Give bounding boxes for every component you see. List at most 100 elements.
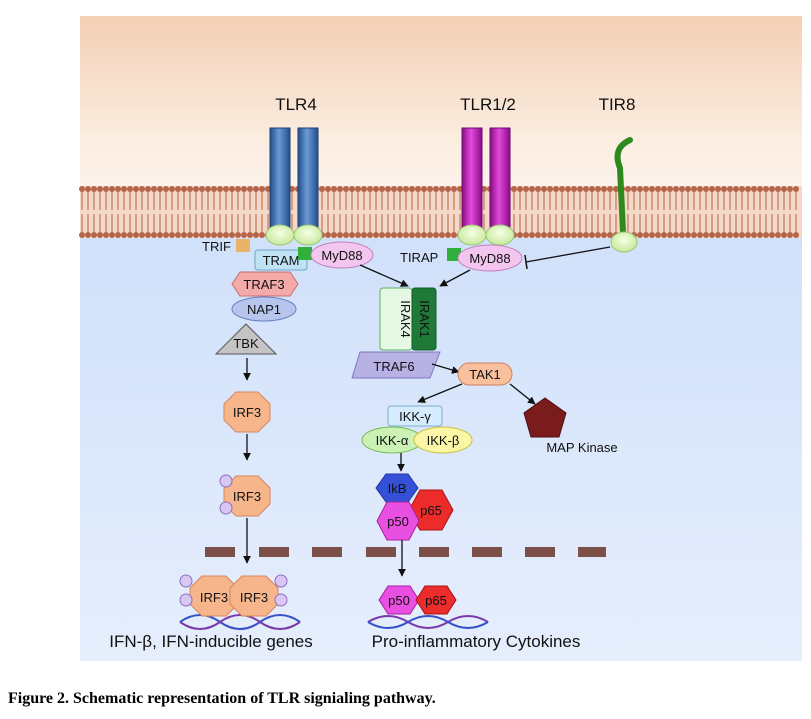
lipid-head xyxy=(715,232,721,238)
lipid-head xyxy=(103,186,109,192)
lipid-head xyxy=(631,186,637,192)
lipid-head xyxy=(181,186,187,192)
lipid-head xyxy=(349,186,355,192)
lipid-head xyxy=(367,232,373,238)
lipid-head xyxy=(325,186,331,192)
lipid-head xyxy=(415,186,421,192)
lipid-head xyxy=(547,186,553,192)
lipid-head xyxy=(385,232,391,238)
lipid-head xyxy=(673,186,679,192)
arrow-tak1-ikk xyxy=(417,383,463,403)
lipid-head xyxy=(205,232,211,238)
lipid-head xyxy=(151,232,157,238)
tak1-label: TAK1 xyxy=(469,367,501,382)
lipid-head xyxy=(373,186,379,192)
p65-label: p65 xyxy=(420,503,442,518)
lipid-head xyxy=(661,186,667,192)
irf3-c-label: IRF3 xyxy=(200,590,228,605)
lipid-head xyxy=(589,232,595,238)
lipid-head xyxy=(613,186,619,192)
lipid-head xyxy=(253,186,259,192)
lipid-head xyxy=(517,186,523,192)
ikk-beta-shape xyxy=(413,426,473,454)
lipid-head xyxy=(139,186,145,192)
lipid-head xyxy=(637,232,643,238)
lipid-head xyxy=(259,232,265,238)
lipid-head xyxy=(739,186,745,192)
tlr4-label: TLR4 xyxy=(275,95,317,114)
lipid-head xyxy=(589,186,595,192)
map-kinase-label: MAP Kinase xyxy=(546,440,617,455)
ikb-label: IkB xyxy=(388,481,407,496)
lipid-head xyxy=(751,186,757,192)
lipid-head xyxy=(241,186,247,192)
lipid-head xyxy=(247,186,253,192)
lipid-head xyxy=(679,186,685,192)
ikk-gamma-label: IKK-γ xyxy=(399,409,431,424)
lipid-head xyxy=(577,186,583,192)
lipid-head xyxy=(691,232,697,238)
lipid-head xyxy=(565,232,571,238)
arrow-myd88-right-irak xyxy=(439,269,471,287)
lipid-head xyxy=(235,232,241,238)
lipid-head xyxy=(439,186,445,192)
lipid-head xyxy=(775,186,781,192)
lipid-head xyxy=(391,232,397,238)
myd88-right-label: MyD88 xyxy=(469,251,510,266)
lipid-head xyxy=(595,232,601,238)
irf3-d-label: IRF3 xyxy=(240,590,268,605)
lipid-head xyxy=(229,186,235,192)
lipid-head xyxy=(343,186,349,192)
lipid-head xyxy=(157,186,163,192)
lipid-head xyxy=(235,186,241,192)
lipid-head xyxy=(697,232,703,238)
lipid-head xyxy=(541,232,547,238)
lipid-head xyxy=(331,232,337,238)
lipid-head xyxy=(511,186,517,192)
tirap-block xyxy=(447,248,461,261)
nuclear-membrane xyxy=(205,547,606,557)
arrow-traf6-tak1 xyxy=(431,363,460,374)
lipid-head xyxy=(757,232,763,238)
irf3-dimer xyxy=(179,574,301,630)
lipid-head xyxy=(763,232,769,238)
lipid-head xyxy=(109,232,115,238)
svg-text:IRAK1: IRAK1 xyxy=(417,300,432,338)
lipid-head xyxy=(433,186,439,192)
lipid-head xyxy=(535,232,541,238)
lipid-head xyxy=(91,186,97,192)
lipid-head xyxy=(403,186,409,192)
lipid-head xyxy=(217,186,223,192)
lipid-head xyxy=(601,186,607,192)
lipid-head xyxy=(187,186,193,192)
lipid-head xyxy=(703,232,709,238)
lipid-head xyxy=(157,232,163,238)
lipid-head xyxy=(217,232,223,238)
lipid-head xyxy=(655,186,661,192)
lipid-head xyxy=(709,186,715,192)
traf6-shape xyxy=(351,351,441,379)
lipid-head xyxy=(781,232,787,238)
lipid-head xyxy=(571,186,577,192)
lipid-head xyxy=(601,232,607,238)
lipid-head xyxy=(661,232,667,238)
lipid-head xyxy=(253,232,259,238)
figure-caption: Figure 2. Schematic representation of TL… xyxy=(8,690,436,707)
lipid-head xyxy=(787,186,793,192)
lipid-head xyxy=(349,232,355,238)
p50-nuc-label: p50 xyxy=(388,593,410,608)
lipid-head xyxy=(337,232,343,238)
p50-shape xyxy=(376,501,420,541)
lipid-head xyxy=(667,232,673,238)
lipid-head xyxy=(721,186,727,192)
lipid-head xyxy=(199,232,205,238)
lipid-head xyxy=(769,232,775,238)
lipid-head xyxy=(169,232,175,238)
lipid-head xyxy=(739,232,745,238)
lipid-head xyxy=(409,186,415,192)
trif-block xyxy=(236,239,250,252)
lipid-head xyxy=(103,232,109,238)
lipid-head xyxy=(247,232,253,238)
cytokines-output-label: Pro-inflammatory Cytokines xyxy=(372,632,581,651)
lipid-head xyxy=(193,186,199,192)
